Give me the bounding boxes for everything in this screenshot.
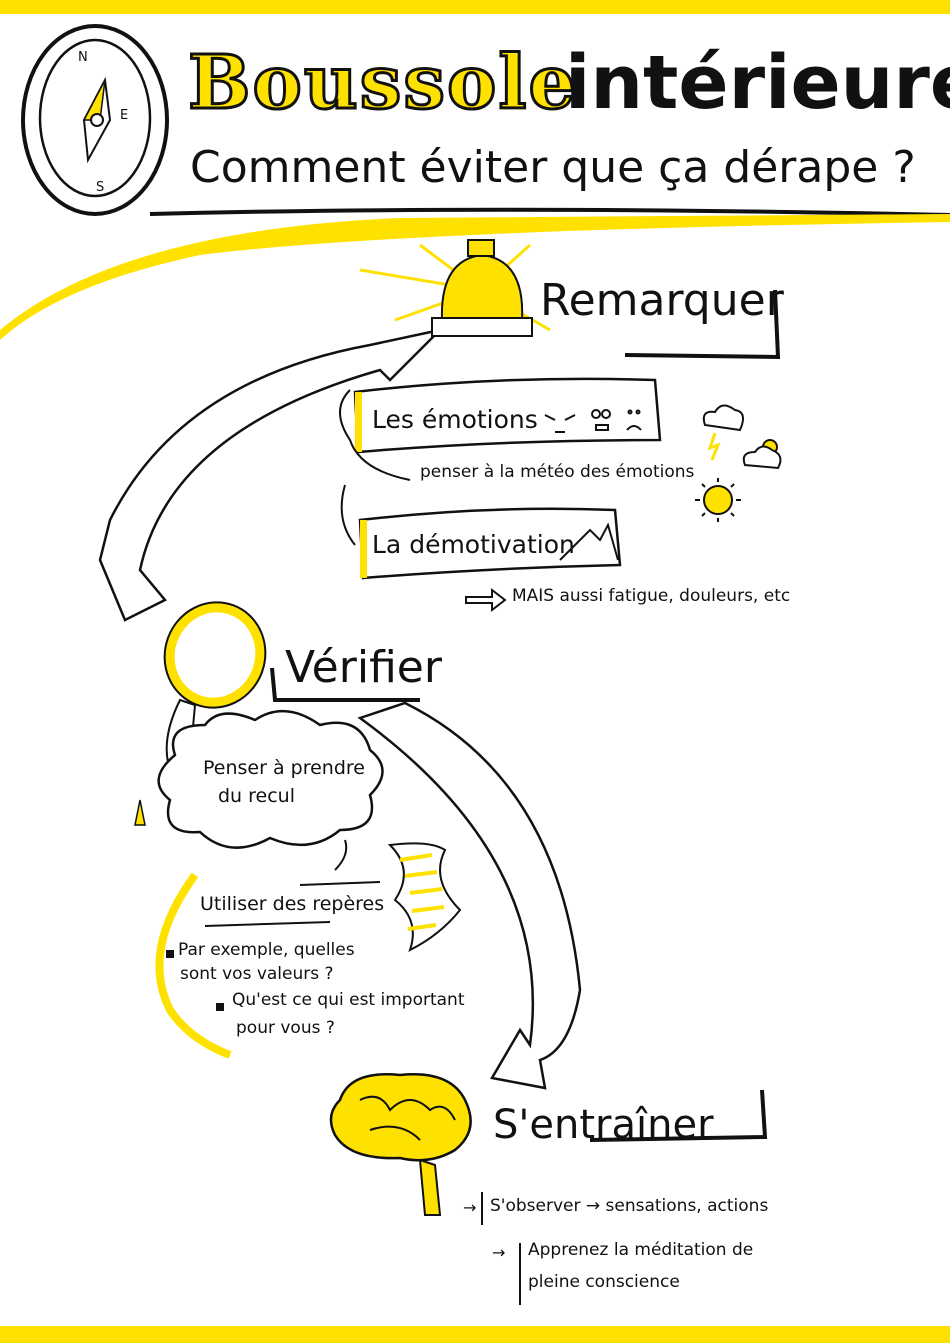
demotivation-banner [358,507,622,580]
cloud-text-line2: du recul [218,785,295,807]
title-highlight: Boussole [187,39,578,128]
yellow-bracket [155,872,232,1059]
checklist-paper-icon [387,842,462,952]
title-rest: intérieure [565,40,950,126]
arrow-to-verifier [98,327,444,622]
arrow-to-entrainer [357,701,582,1090]
heading-bracket [589,1089,768,1142]
emotions-banner [353,377,662,454]
bullet-2-line2: pour vous ? [236,1018,335,1038]
heading-verifier: Vérifier [285,642,442,693]
bullet-2-line1: Qu'est ce qui est important [232,990,465,1010]
mountain-icon [559,522,619,561]
bullet-1-line2: sont vos valeurs ? [180,964,334,984]
yellow-swoosh [0,214,950,340]
emotion-faces-icon [544,409,642,433]
compass-icon [21,24,169,216]
entrainer-item-2-line1: Apprenez la méditation de [528,1240,754,1260]
header-divider [149,207,950,217]
reperes-heading: Utiliser des repères [200,893,385,915]
also-note: MAIS aussi fatigue, douleurs, etc [512,586,791,606]
alarm-beacon-icon [359,239,551,337]
emotions-note: penser à la météo des émotions [420,462,695,482]
heading-entrainer: S'entraîner [493,1102,714,1148]
entrainer-item-1: S'observer → sensations, actions [490,1196,769,1216]
compass-north: N [78,50,88,65]
arrow-icon: → [492,1243,506,1262]
subtitle: Comment éviter que ça dérape ? [190,142,916,193]
thought-cloud [157,709,384,849]
compass-east: E [120,108,129,123]
arrow-icon: → [463,1198,477,1217]
bullet-1-line1: Par exemple, quelles [178,940,355,960]
compass-south: S [96,180,105,195]
cloud-text-line1: Penser à prendre [203,757,365,779]
top-band [0,0,950,14]
bullet-icon [216,1003,224,1011]
bullet-icon [166,950,174,958]
heading-bracket [624,289,781,360]
brain-icon [329,1073,472,1216]
bottom-band [0,1326,950,1343]
entrainer-item-2-line2: pleine conscience [528,1272,680,1292]
demotivation-label: La démotivation [372,530,575,559]
hollow-arrow-icon [465,587,507,613]
heading-bracket [270,667,420,702]
weather-icons [695,404,782,522]
heading-remarquer: Remarquer [540,275,784,326]
emotions-label: Les émotions [372,405,538,434]
